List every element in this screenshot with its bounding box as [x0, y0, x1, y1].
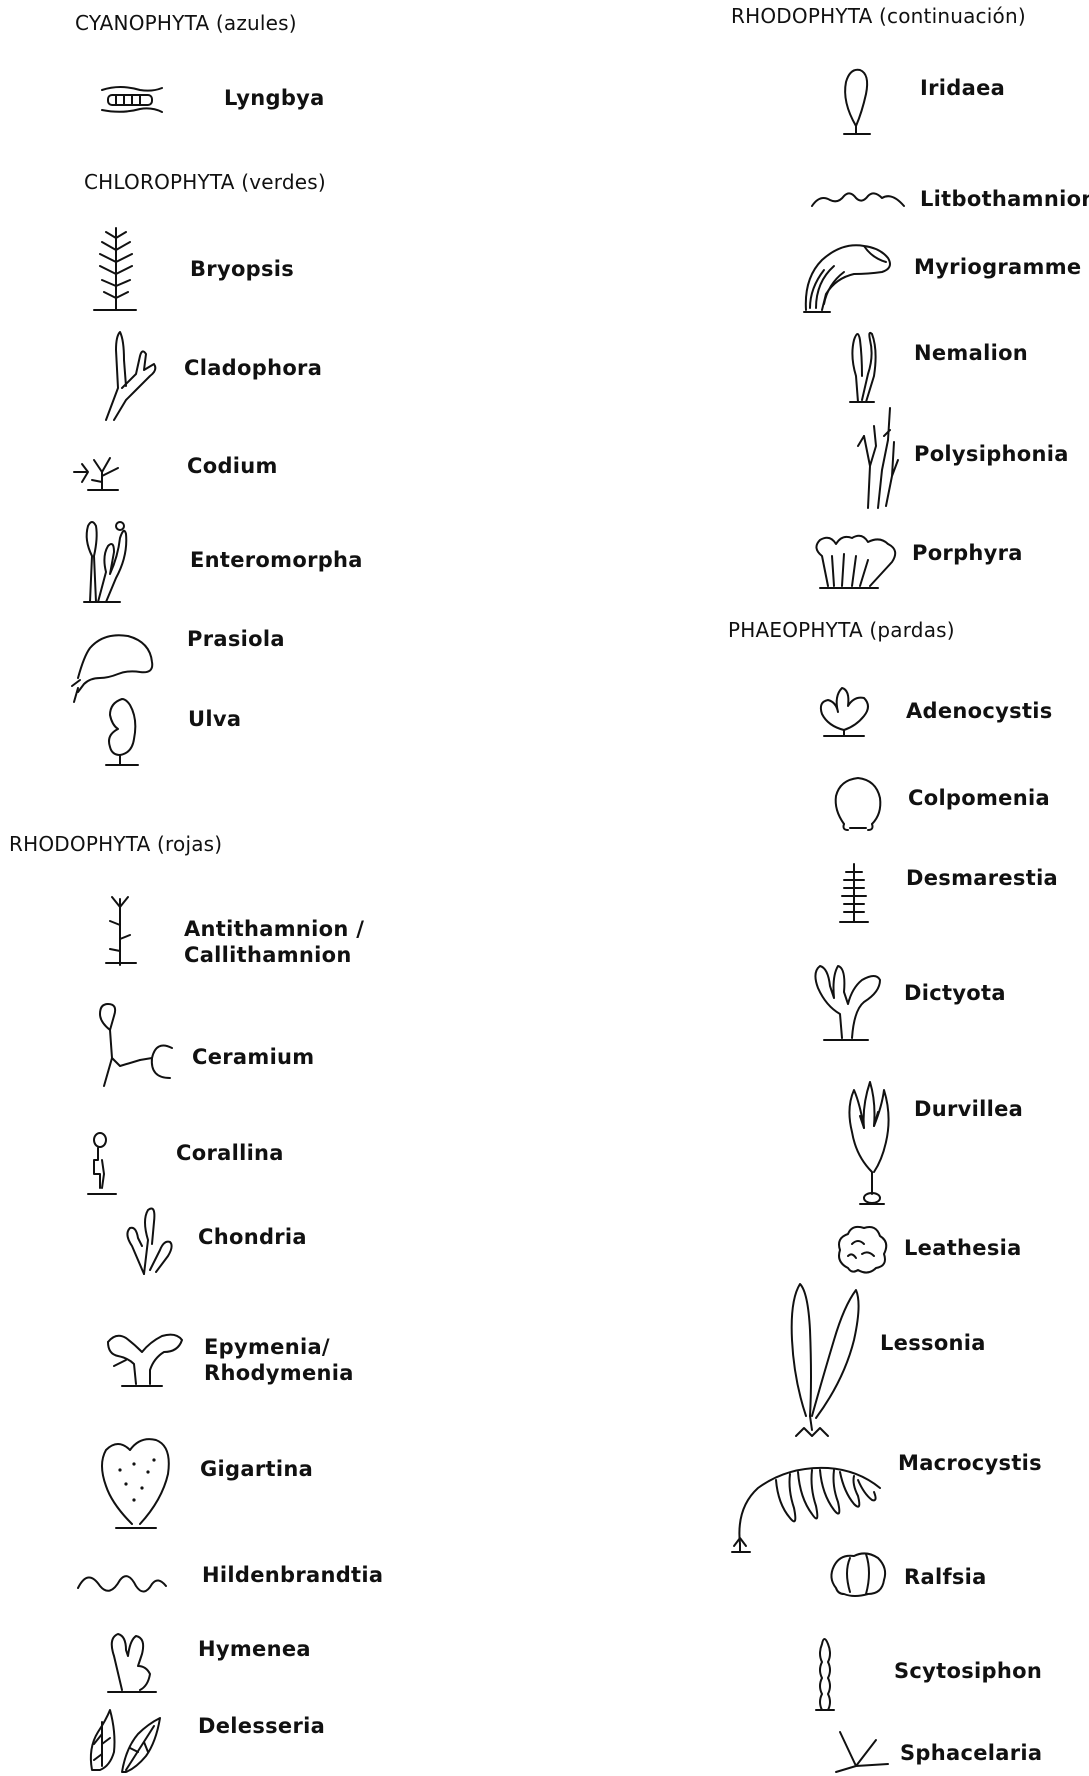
bryopsis-icon [92, 224, 138, 314]
adenocystis-icon [814, 682, 874, 740]
label-porphyra: Porphyra [912, 540, 1023, 566]
header-rhodophyta-cont: RHODOPHYTA (continuación) [731, 4, 1026, 28]
porphyra-icon [808, 528, 904, 592]
label-prasiola: Prasiola [187, 626, 285, 652]
ralfsia-icon [826, 1548, 890, 1600]
label-polysiphonia: Polysiphonia [914, 441, 1069, 467]
label-macrocystis: Macrocystis [898, 1450, 1042, 1476]
antithamnion-icon [100, 895, 140, 967]
label-scytosiphon: Scytosiphon [894, 1658, 1042, 1684]
colpomenia-icon [830, 774, 886, 836]
label-adenocystis: Adenocystis [906, 698, 1053, 724]
header-cyanophyta: CYANOPHYTA (azules) [75, 11, 297, 35]
label-antithamnion: Antithamnion / Callithamnion [184, 916, 364, 968]
label-desmarestia: Desmarestia [906, 865, 1058, 891]
label-chondria: Chondria [198, 1224, 307, 1250]
gigartina-icon [96, 1434, 176, 1534]
label-sphacelaria: Sphacelaria [900, 1740, 1042, 1766]
label-cladophora: Cladophora [184, 355, 322, 381]
label-antithamnion-line2: Callithamnion [184, 942, 364, 968]
label-litbothamnion: Litbothamnion [920, 186, 1089, 212]
label-durvillea: Durvillea [914, 1096, 1023, 1122]
label-colpomenia: Colpomenia [908, 785, 1050, 811]
cladophora-icon [100, 330, 160, 422]
ulva-icon [98, 695, 146, 769]
label-lyngbya: Lyngbya [224, 85, 325, 111]
dictyota-icon [808, 958, 884, 1044]
label-delesseria: Delesseria [198, 1713, 325, 1739]
label-hildenbrandtia: Hildenbrandtia [202, 1562, 383, 1588]
label-antithamnion-line1: Antithamnion / [184, 916, 364, 942]
macrocystis-icon [728, 1454, 884, 1556]
label-epymenia-line1: Epymenia/ [204, 1334, 354, 1360]
prasiola-icon [70, 626, 160, 706]
enteromorpha-icon [80, 516, 132, 606]
lessonia-icon [782, 1280, 862, 1446]
hildenbrandtia-icon [76, 1566, 168, 1596]
iridaea-icon [836, 66, 876, 140]
label-ralfsia: Ralfsia [904, 1564, 987, 1590]
label-ceramium: Ceramium [192, 1044, 315, 1070]
label-epymenia-line2: Rhodymenia [204, 1360, 354, 1386]
label-bryopsis: Bryopsis [190, 256, 294, 282]
label-gigartina: Gigartina [200, 1456, 313, 1482]
label-codium: Codium [187, 453, 278, 479]
myriogramme-icon [802, 238, 898, 314]
durvillea-icon [842, 1076, 894, 1210]
header-phaeophyta: PHAEOPHYTA (pardas) [728, 618, 955, 642]
label-corallina: Corallina [176, 1140, 284, 1166]
label-leathesia: Leathesia [904, 1235, 1022, 1261]
label-iridaea: Iridaea [920, 75, 1005, 101]
label-myriogramme: Myriogramme [914, 254, 1081, 280]
codium-icon [72, 452, 130, 494]
litbothamnion-icon [810, 186, 906, 212]
nemalion-icon [844, 326, 884, 406]
chondria-icon [120, 1200, 180, 1278]
label-enteromorpha: Enteromorpha [190, 547, 363, 573]
sphacelaria-icon [832, 1726, 890, 1774]
hymenea-icon [104, 1626, 162, 1696]
scytosiphon-icon [812, 1632, 838, 1714]
label-hymenea: Hymenea [198, 1636, 311, 1662]
desmarestia-icon [836, 862, 872, 926]
label-ulva: Ulva [188, 706, 241, 732]
epymenia-icon [104, 1330, 186, 1390]
polysiphonia-icon [856, 406, 900, 512]
label-epymenia: Epymenia/ Rhodymenia [204, 1334, 354, 1386]
leathesia-icon [834, 1220, 890, 1276]
corallina-icon [86, 1130, 120, 1200]
header-rhodophyta: RHODOPHYTA (rojas) [9, 832, 222, 856]
label-nemalion: Nemalion [914, 340, 1028, 366]
label-lessonia: Lessonia [880, 1330, 986, 1356]
header-chlorophyta: CHLOROPHYTA (verdes) [84, 170, 326, 194]
ceramium-icon [80, 1000, 180, 1090]
delesseria-icon [86, 1708, 166, 1774]
label-dictyota: Dictyota [904, 980, 1006, 1006]
lyngbya-icon [100, 82, 164, 118]
